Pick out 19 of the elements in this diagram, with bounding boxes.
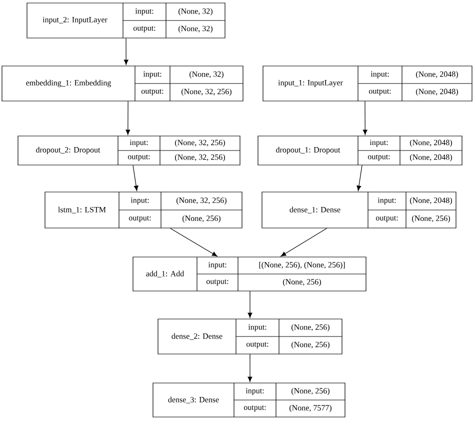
arrow	[356, 165, 362, 191]
layer-box: dense_2: Dense input: (None, 256) output: (None, 256)	[158, 318, 342, 354]
layer-box: input_2: InputLayer input: (None, 32) output: (None, 32)	[26, 2, 226, 38]
arrow	[170, 228, 218, 256]
arrow	[126, 101, 130, 135]
arrow	[132, 165, 138, 191]
layer-box: dense_1: Dense input: (None, 2048) output: (None, 256)	[262, 192, 456, 228]
layer-box: input_1: InputLayer input: (None, 2048) output: (None, 2048)	[262, 66, 472, 102]
arrow	[248, 354, 252, 382]
arrow	[248, 291, 252, 318]
layer-box: dropout_1: Dropout input: (None, 2048) output: (None, 2048)	[258, 136, 462, 166]
arrow	[280, 228, 328, 256]
arrow	[362, 101, 368, 135]
layer-box: dropout_2: Dropout input: (None, 32, 256) output: (None, 32, 256)	[18, 136, 240, 166]
layer-box: embedding_1: Embedding input: (None, 32) output: (None, 32, 256)	[2, 66, 244, 102]
layer-box: dense_3: Dense input: (None, 256) output: (None, 7577)	[152, 382, 346, 418]
layer-box: add_1: Add input: [(None, 256), (None, 256)] output: (None, 256)	[132, 256, 366, 292]
layer-box: lstm_1: LSTM input: (None, 32, 256) output: (None, 256)	[44, 192, 242, 228]
arrow	[124, 38, 128, 65]
